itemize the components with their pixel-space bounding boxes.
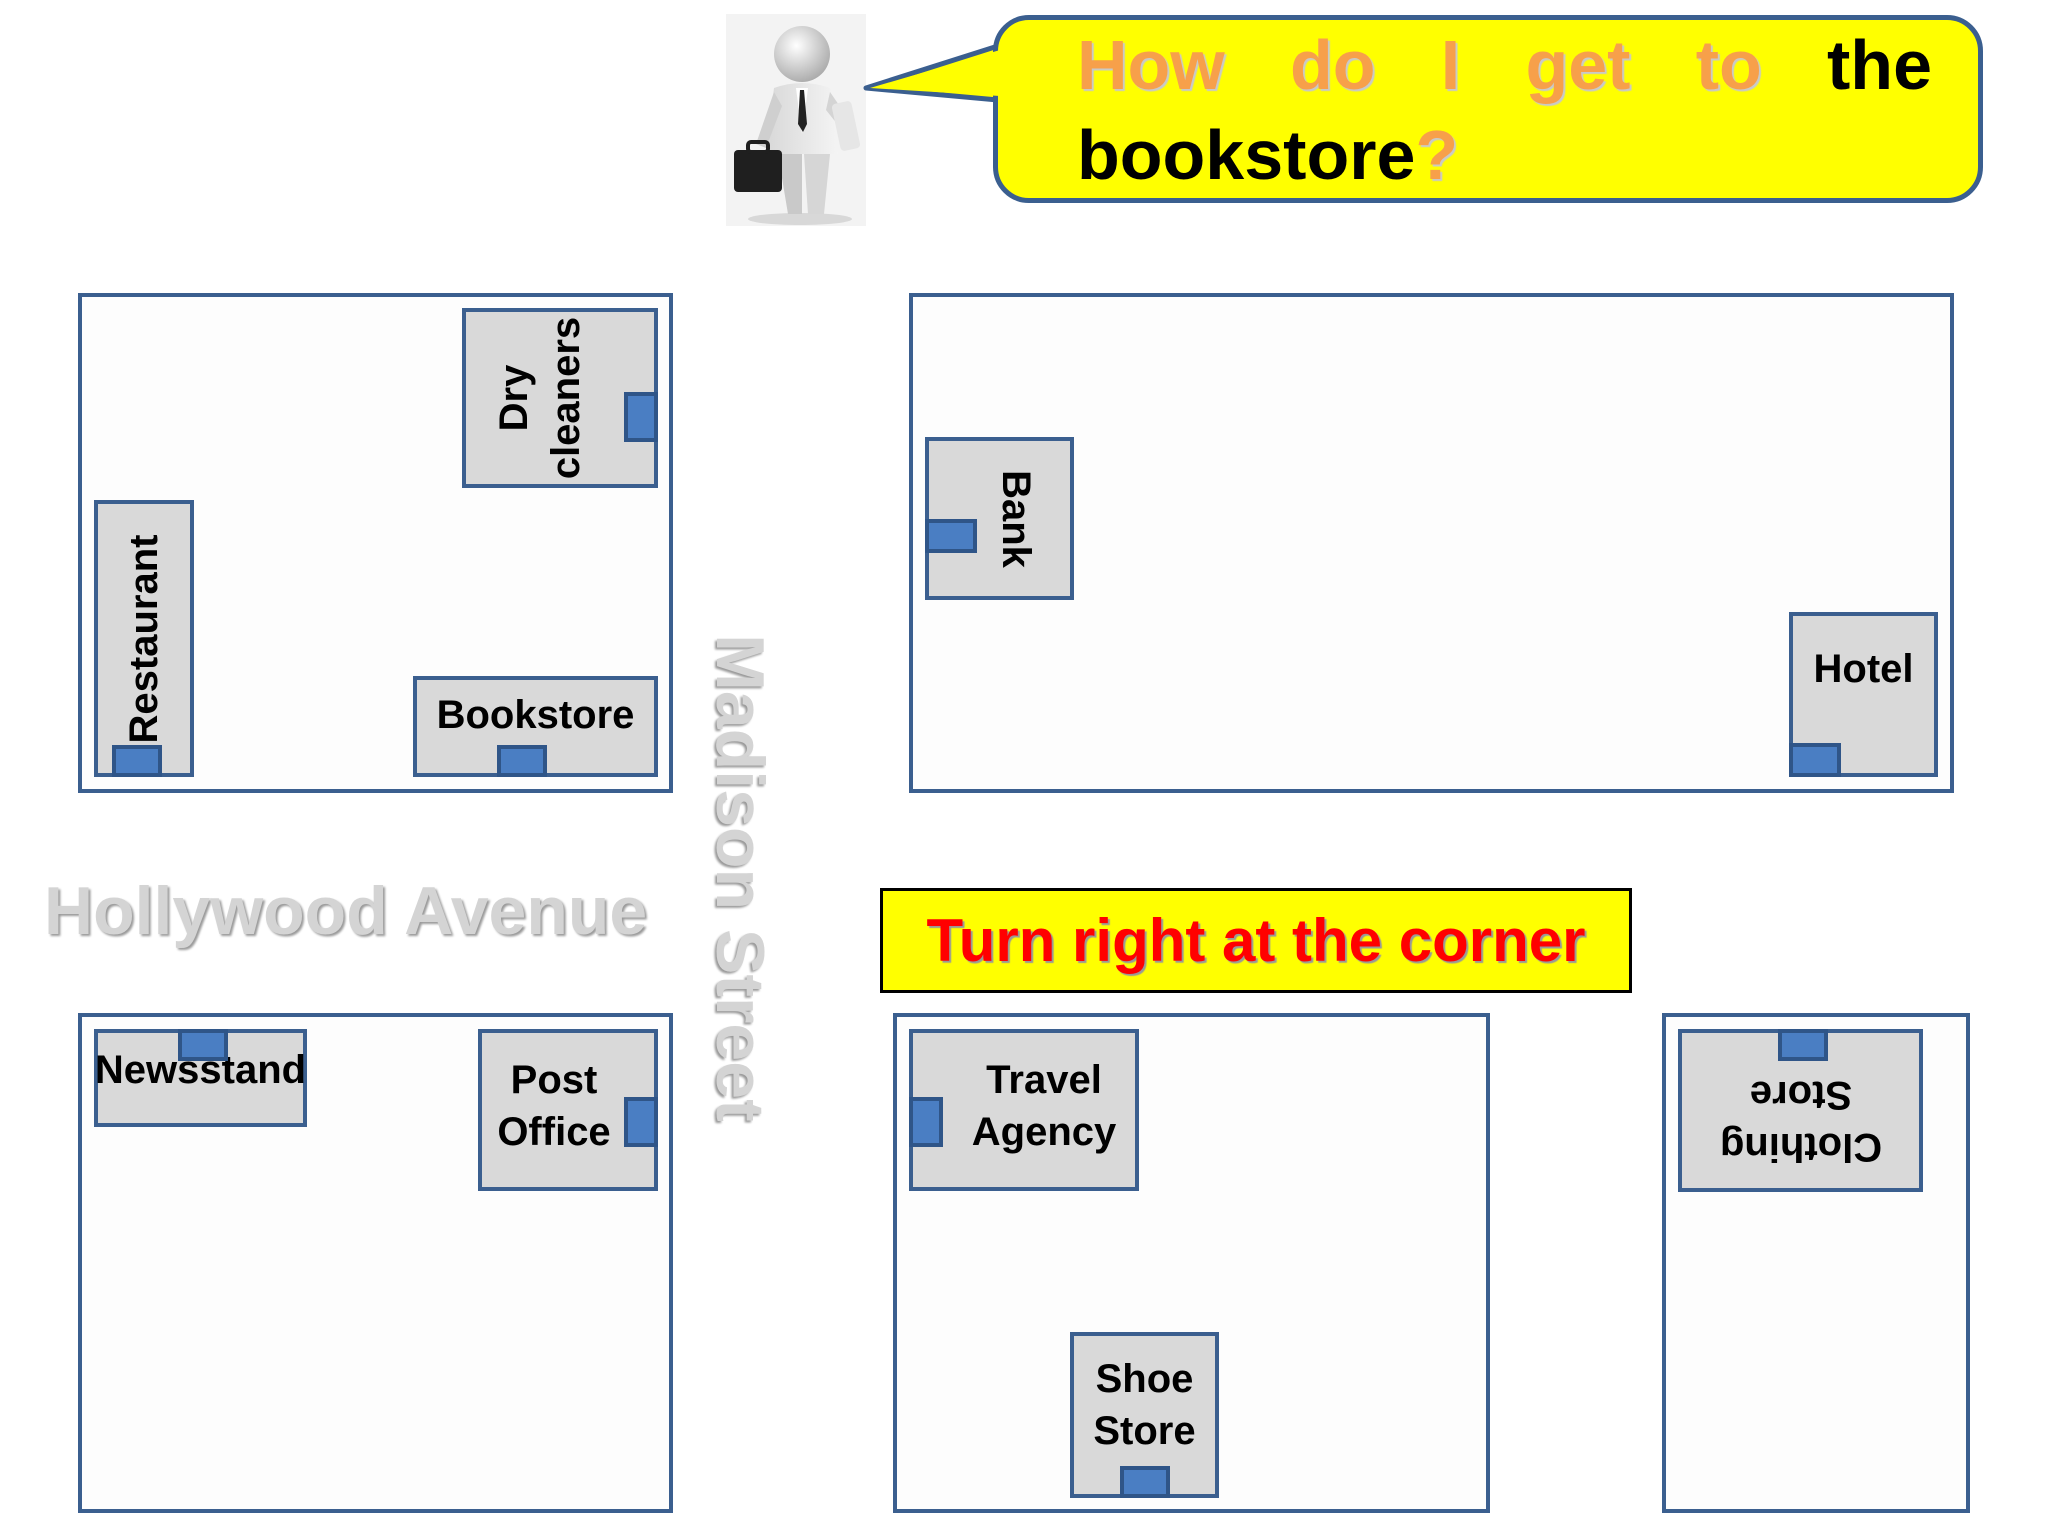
travel-agency-label-line1: Travel [986,1058,1102,1102]
bank-label: Bank [993,469,1038,568]
door-icon [1120,1466,1170,1498]
question-word: do [1290,26,1376,104]
building-newsstand[interactable]: Newsstand [94,1029,307,1127]
building-travel-agency[interactable]: Travel Agency [909,1029,1139,1191]
post-office-label-line1: Post [510,1058,598,1102]
street-label-madison-street: Madison Street [702,634,778,1122]
question-word: How [1077,26,1225,104]
door-icon [624,1097,658,1147]
question-last-word: bookstore [1077,116,1416,194]
block-top-right [909,293,1954,793]
speech-bubble-tail-fill [870,50,1000,96]
question-line-1: How do I get to the [1077,22,1932,108]
shoe-store-label-line2: Store [1093,1409,1196,1453]
door-icon [925,519,977,553]
door-icon [1778,1029,1828,1061]
question-word: I [1440,26,1461,104]
speech-bubble [993,15,1983,203]
door-icon [624,392,658,442]
instruction-box: Turn right at the corner [880,888,1632,993]
question-line-2: bookstore? [1077,112,1458,198]
clothing-store-label-line2: Store [1749,1072,1852,1117]
restaurant-label: Restaurant [122,534,166,743]
question-mark: ? [1415,116,1459,194]
clothing-store-label-line1: Clothing [1719,1124,1882,1169]
question-word: to [1695,26,1762,104]
building-dry-cleaners[interactable]: Dry cleaners [462,308,658,488]
building-clothing-store[interactable]: Clothing Store [1678,1029,1923,1192]
dry-cleaners-label-line2: cleaners [544,316,588,480]
bookstore-label: Bookstore [436,692,635,737]
dry-cleaners-label-line1: Dry [492,364,536,432]
question-word: the [1827,26,1932,104]
door-icon [909,1097,943,1147]
shoe-store-label-line1: Shoe [1095,1357,1194,1401]
building-bookstore[interactable]: Bookstore [413,676,658,777]
building-restaurant[interactable]: Restaurant [94,500,194,777]
travel-agency-label-line2: Agency [971,1110,1117,1154]
question-word: get [1525,26,1631,104]
businessman-icon [726,14,866,226]
door-icon [1789,743,1841,777]
speech-bubble-tail [863,43,1001,103]
building-post-office[interactable]: Post Office [478,1029,658,1191]
building-bank[interactable]: Bank [925,437,1074,600]
hotel-label: Hotel [1813,646,1914,691]
door-icon [497,745,547,777]
street-label-hollywood-avenue: Hollywood Avenue [44,873,648,949]
post-office-label-line2: Office [497,1110,611,1154]
door-icon [112,745,162,777]
door-icon [178,1029,228,1061]
building-hotel[interactable]: Hotel [1789,612,1938,777]
instruction-text: Turn right at the corner [926,907,1586,974]
building-shoe-store[interactable]: Shoe Store [1070,1332,1219,1498]
